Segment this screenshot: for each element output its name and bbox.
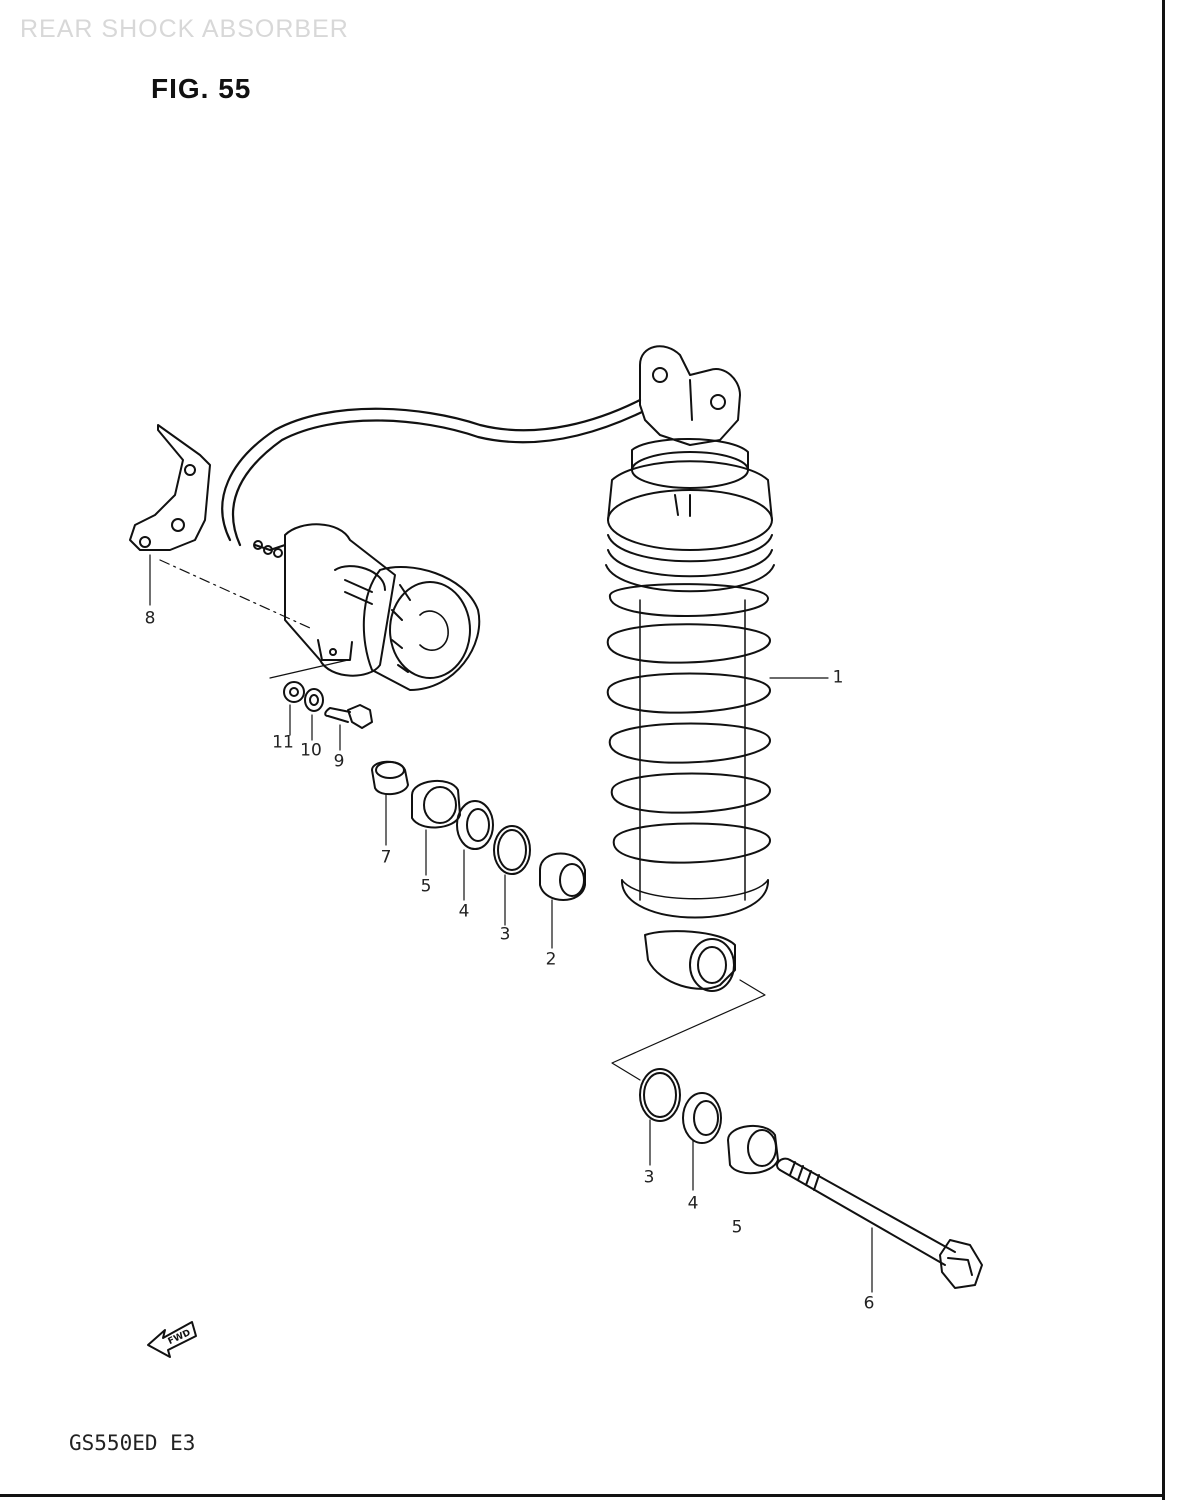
- mounting-bracket: [129, 424, 311, 629]
- callout-3: 3: [643, 1167, 655, 1188]
- callout-6: 6: [863, 1293, 875, 1314]
- callout-5: 5: [420, 876, 432, 897]
- fwd-arrow-icon: FWD: [147, 1321, 197, 1358]
- callout-3: 3: [499, 924, 511, 945]
- shock-absorber-assembly: [221, 345, 829, 992]
- callout-2: 2: [545, 949, 557, 970]
- callout-4: 4: [687, 1193, 699, 1214]
- reservoir-fasteners: [269, 659, 373, 751]
- figure-label: FIG. 55: [151, 73, 252, 104]
- callout-10: 10: [300, 740, 322, 761]
- lower-mount-hardware: [611, 979, 983, 1293]
- callout-9: 9: [333, 751, 345, 772]
- callout-4: 4: [458, 901, 470, 922]
- model-code: GS550ED E3: [69, 1431, 196, 1455]
- callout-11: 11: [272, 732, 294, 753]
- page-border-bottom: [0, 1494, 1165, 1497]
- callout-1: 1: [832, 667, 844, 688]
- callout-8: 8: [144, 608, 156, 629]
- remote-reservoir: [253, 523, 481, 691]
- upper-bushing-stack: [371, 760, 586, 949]
- section-title: REAR SHOCK ABSORBER: [20, 15, 349, 43]
- callout-7: 7: [380, 847, 392, 868]
- page-border-right: [1162, 0, 1165, 1500]
- callout-5: 5: [731, 1217, 743, 1238]
